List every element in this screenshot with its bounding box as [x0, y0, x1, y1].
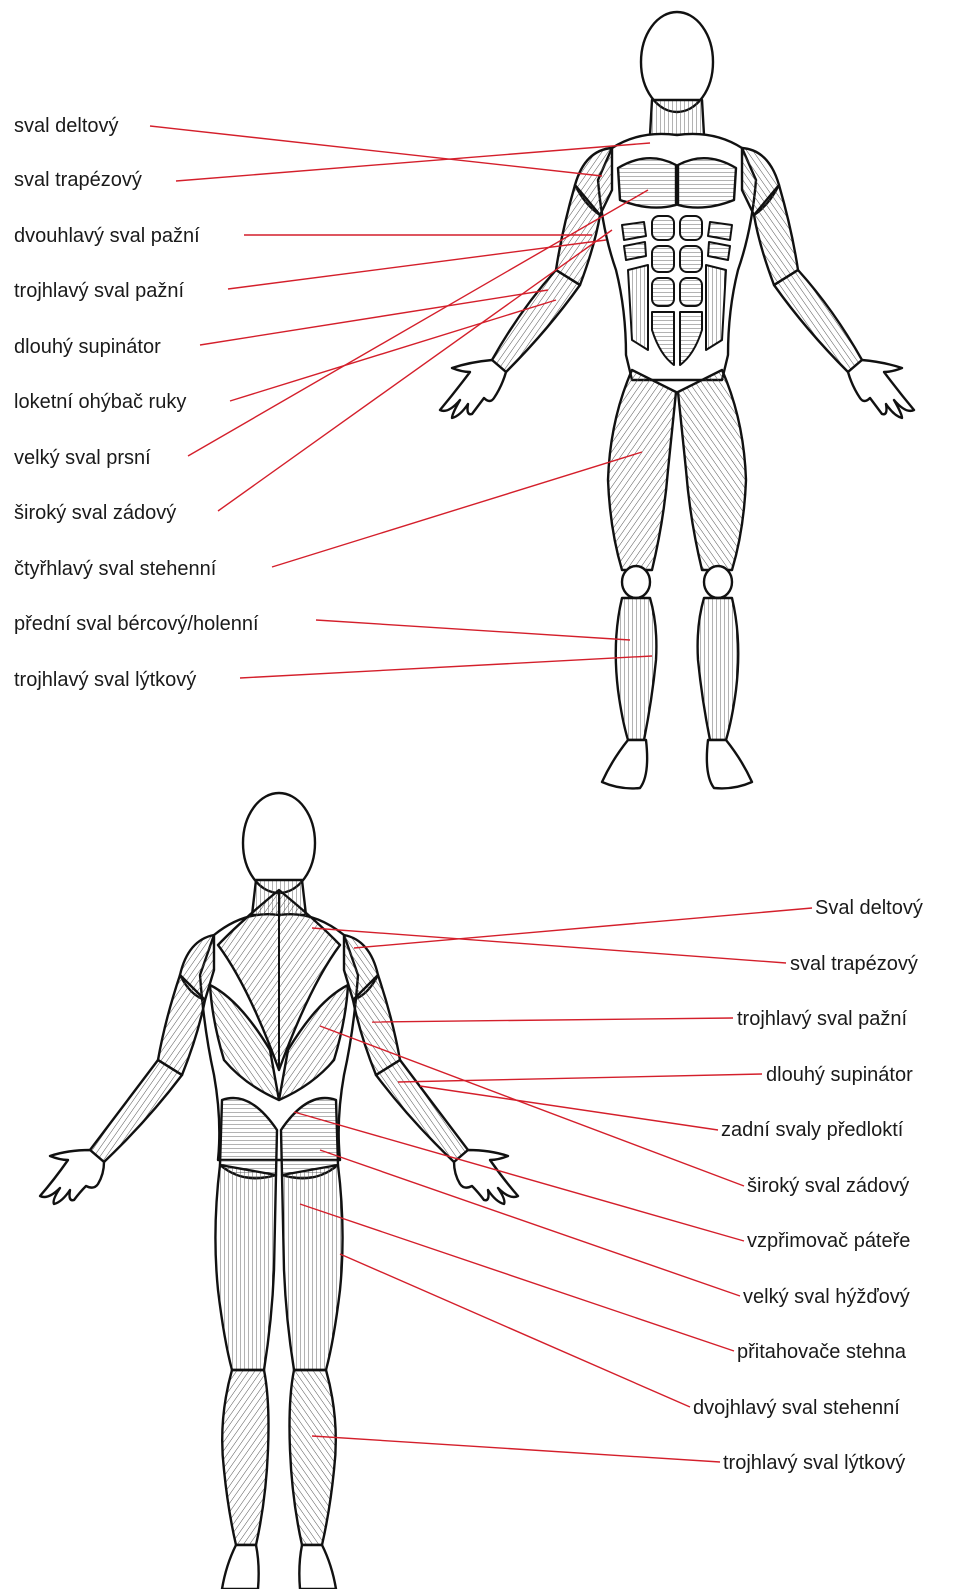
- front-label-latissimus: široký sval zádový: [14, 501, 176, 525]
- back-label-adductors: přitahovače stehna: [737, 1340, 906, 1364]
- front-label-trapezius: sval trapézový: [14, 168, 142, 192]
- back-label-trapezius: sval trapézový: [790, 952, 918, 976]
- back-figure: [40, 793, 518, 1589]
- back-label-biceps-femoris: dvojhlavý sval stehenní: [693, 1396, 900, 1420]
- front-hand-right: [848, 360, 914, 418]
- front-hand-left: [440, 360, 506, 418]
- front-shin-left: [616, 598, 657, 740]
- back-leader-gluteus: [320, 1150, 740, 1296]
- back-label-gluteus: velký sval hýžďový: [743, 1285, 910, 1309]
- back-calf-left: [222, 1370, 268, 1545]
- back-label-deltoid: Sval deltový: [815, 896, 923, 920]
- back-label-brachioradialis: dlouhý supinátor: [766, 1063, 913, 1087]
- front-leader-pectoralis: [188, 190, 648, 456]
- back-calf-right: [290, 1370, 336, 1545]
- back-hand-right: [454, 1150, 518, 1204]
- front-leader-tibialis: [316, 620, 630, 640]
- front-pec-right: [678, 158, 736, 207]
- back-forearm-left: [90, 1060, 182, 1162]
- front-label-quadriceps: čtyřhlavý sval stehenní: [14, 557, 216, 581]
- front-leader-triceps-surae: [240, 656, 652, 678]
- front-forearm-left: [492, 270, 580, 372]
- back-label-erector-spinae: vzpřimovač páteře: [747, 1229, 910, 1253]
- back-forearm-right: [376, 1060, 468, 1162]
- front-head: [641, 12, 713, 112]
- front-label-pectoralis: velký sval prsní: [14, 446, 151, 470]
- back-hand-left: [40, 1150, 104, 1204]
- front-leader-deltoid: [150, 126, 602, 176]
- back-leader-triceps: [372, 1018, 733, 1022]
- front-label-flexor: loketní ohýbač ruky: [14, 390, 186, 414]
- front-thigh-left: [608, 370, 676, 570]
- back-leader-erector-spinae: [294, 1112, 744, 1241]
- front-leader-quadriceps: [272, 452, 642, 567]
- back-leader-forearm-extensors: [420, 1086, 718, 1130]
- back-label-triceps: trojhlavý sval pažní: [737, 1007, 907, 1031]
- back-leader-adductors: [300, 1204, 734, 1351]
- front-leader-brachioradialis: [200, 290, 548, 345]
- back-leader-brachioradialis: [398, 1074, 762, 1082]
- back-label-triceps-surae: trojhlavý sval lýtkový: [723, 1451, 905, 1475]
- back-label-forearm-extensors: zadní svaly předloktí: [721, 1118, 903, 1142]
- front-label-triceps-surae: trojhlavý sval lýtkový: [14, 668, 196, 692]
- front-foot-left: [602, 740, 647, 788]
- front-label-biceps: dvouhlavý sval pažní: [14, 224, 200, 248]
- front-thigh-right: [678, 370, 746, 570]
- back-head: [243, 793, 315, 893]
- front-label-brachioradialis: dlouhý supinátor: [14, 335, 161, 359]
- front-label-tibialis: přední sval bércový/holenní: [14, 612, 259, 636]
- front-forearm-right: [774, 270, 862, 372]
- back-leader-triceps-surae: [312, 1436, 720, 1462]
- front-foot-right: [707, 740, 752, 788]
- front-neck: [650, 100, 704, 135]
- back-leader-latissimus: [320, 1026, 744, 1186]
- back-label-latissimus: široký sval zádový: [747, 1174, 909, 1198]
- back-thigh-right: [282, 1165, 343, 1370]
- front-figure: [440, 12, 914, 788]
- front-label-triceps: trojhlavý sval pažní: [14, 279, 184, 303]
- back-leader-deltoid: [354, 908, 812, 948]
- back-thigh-left: [215, 1165, 276, 1370]
- front-label-deltoid: sval deltový: [14, 114, 119, 138]
- front-leader-latissimus: [218, 230, 612, 511]
- front-shin-right: [698, 598, 739, 740]
- front-pec-left: [618, 158, 676, 207]
